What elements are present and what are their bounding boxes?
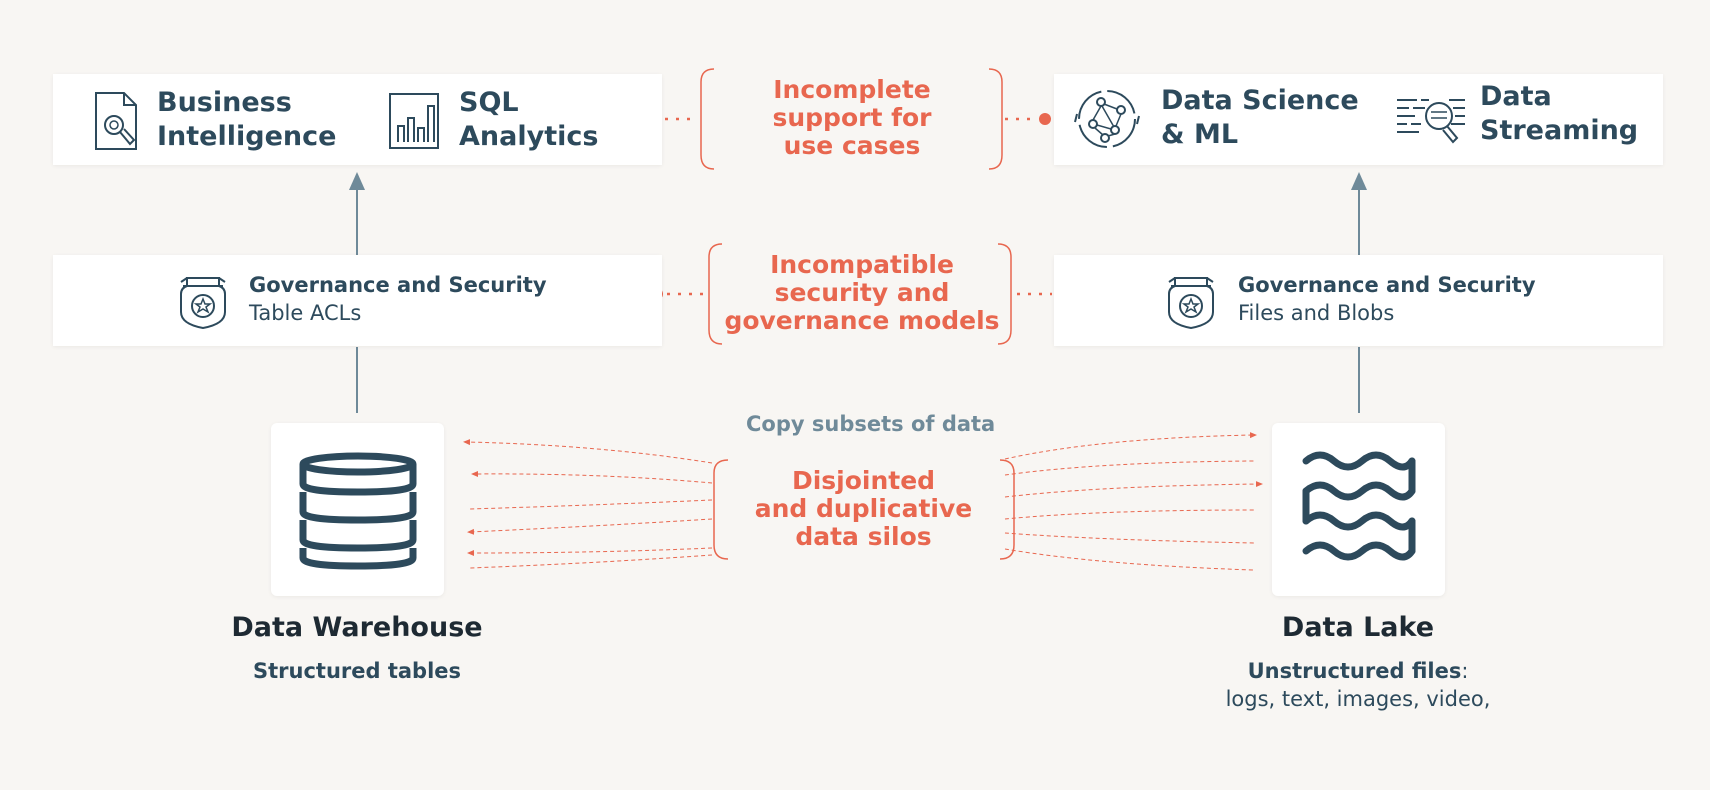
bar-chart-icon xyxy=(389,93,439,149)
stream-search-icon xyxy=(1397,99,1465,144)
governance-left-subtitle: Table ACLs xyxy=(249,301,362,325)
copy-arrows-to-warehouse xyxy=(463,439,713,569)
issue-incomplete-support: Incomplete support for use cases xyxy=(772,75,932,160)
bracket-top-left xyxy=(700,68,715,170)
issue-disjointed-silos: Disjointed and duplicative data silos xyxy=(754,466,973,551)
bracket-bot-left xyxy=(713,459,729,560)
network-graph-icon xyxy=(1074,90,1140,148)
security-badge-icon xyxy=(180,277,226,330)
waves-icon xyxy=(1302,451,1416,561)
data-lake-subtitle-rest: logs, text, images, video, xyxy=(1225,687,1491,711)
governance-left-card: Governance and Security Table ACLs xyxy=(53,255,662,346)
bracket-mid-right xyxy=(997,243,1012,345)
dot-top-right xyxy=(1039,113,1051,125)
database-icon xyxy=(299,452,417,570)
governance-right-title: Governance and Security xyxy=(1238,273,1536,297)
data-lake-label: Data Lake xyxy=(1281,612,1435,643)
use-cases-right-card: Data Science & ML Data Streaming xyxy=(1054,74,1663,165)
data-warehouse-label: Data Warehouse xyxy=(231,612,483,643)
use-cases-left-card: Business Intelligence SQL Analytics xyxy=(53,74,662,165)
issue-incompatible-governance: Incompatible security and governance mod… xyxy=(724,250,1000,335)
data-warehouse-card xyxy=(271,423,444,596)
bracket-mid-left xyxy=(708,243,723,345)
data-lake-subtitle: Unstructured files: xyxy=(1158,659,1558,683)
data-warehouse-subtitle: Structured tables xyxy=(252,659,462,683)
bracket-top-right xyxy=(988,68,1003,170)
report-search-icon xyxy=(95,92,137,150)
governance-right-subtitle: Files and Blobs xyxy=(1238,301,1395,325)
bracket-bot-right xyxy=(999,459,1015,560)
copy-subsets-label: Copy subsets of data xyxy=(746,412,996,436)
copy-arrows-to-lake xyxy=(1004,432,1263,571)
security-badge-icon xyxy=(1168,277,1214,330)
uc-sql-analytics-label: SQL Analytics xyxy=(459,87,599,152)
data-lake-subtitle-colon: : xyxy=(1461,659,1469,683)
uc-business-intelligence-label: Business Intelligence xyxy=(157,87,337,152)
data-lake-subtitle-bold: Unstructured files xyxy=(1247,659,1462,683)
governance-right-card: Governance and Security Files and Blobs xyxy=(1054,255,1663,346)
uc-data-science-label: Data Science & ML xyxy=(1161,85,1359,150)
data-lake-card xyxy=(1272,423,1445,596)
governance-left-title: Governance and Security xyxy=(249,273,547,297)
uc-data-streaming-label: Data Streaming xyxy=(1480,81,1639,146)
